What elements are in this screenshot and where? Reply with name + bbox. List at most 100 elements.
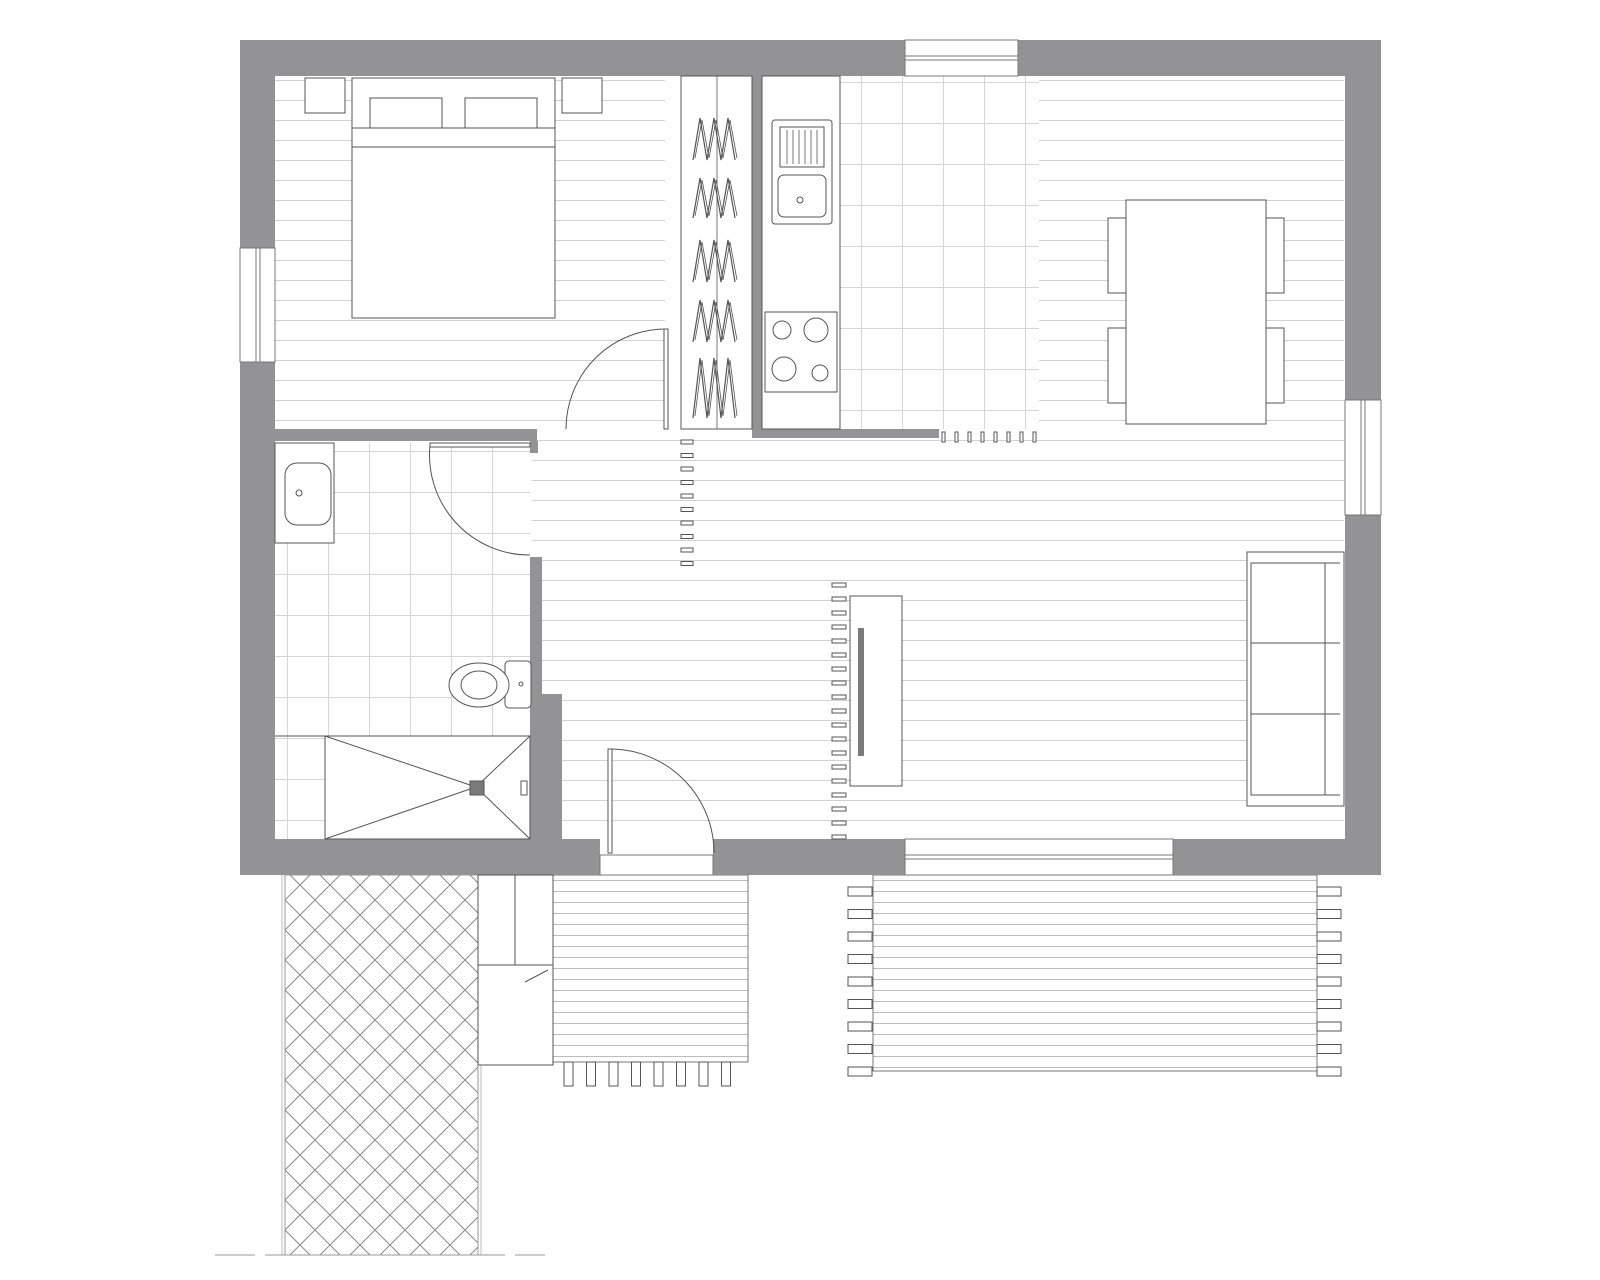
- wall-exterior-left-top: [240, 40, 275, 248]
- sofa: [1246, 551, 1345, 807]
- wall-exterior-top-right: [1018, 40, 1381, 76]
- bedside-table: [561, 77, 603, 114]
- rail-tick: [680, 534, 694, 539]
- living-floor: [532, 429, 1344, 839]
- bedroom: [304, 77, 603, 319]
- wall-exterior-left-bottom: [240, 362, 275, 875]
- kitchen: [761, 75, 841, 430]
- step-tick: [847, 954, 873, 964]
- dining-chair: [1265, 327, 1285, 404]
- toilet: [448, 660, 532, 709]
- step-tick: [847, 909, 873, 919]
- step-tick: [698, 1061, 709, 1087]
- step-tick: [847, 1021, 873, 1032]
- hanger-group: [692, 299, 736, 343]
- front-deck: [872, 874, 1318, 1072]
- step-tick: [1316, 886, 1342, 897]
- step-tick: [631, 1061, 641, 1087]
- bedroom-door: [565, 328, 669, 430]
- bathroom: [274, 442, 532, 840]
- hanger-group: [694, 241, 738, 281]
- wall-exterior-right-bottom: [1345, 515, 1381, 875]
- wall-exterior-bottom-3: [1173, 839, 1381, 875]
- rail-tick: [831, 694, 847, 700]
- rail-tick: [831, 666, 847, 672]
- entrance-door: [607, 748, 715, 854]
- wardrobe-rail: [680, 439, 694, 566]
- rail-tick: [831, 750, 847, 756]
- entry-threshold: [599, 854, 714, 876]
- window-left: [239, 247, 276, 363]
- wall-bathroom-living-lower: [530, 694, 562, 839]
- rail-tick: [831, 806, 847, 812]
- rail-tick: [680, 507, 694, 512]
- rail-tick: [680, 466, 694, 472]
- rail-tick: [831, 722, 847, 728]
- paved-path: [284, 874, 479, 1256]
- rail-tick: [831, 764, 847, 770]
- rail-tick: [954, 431, 959, 443]
- dining-chair: [1107, 327, 1127, 404]
- rail-tick: [680, 520, 694, 526]
- rail-tick: [980, 431, 985, 443]
- step-tick: [1316, 931, 1342, 942]
- rail-tick: [680, 453, 694, 458]
- burner: [771, 356, 797, 382]
- hanger-group: [692, 177, 736, 219]
- rail-tick: [993, 431, 998, 443]
- step-tick: [563, 1061, 574, 1087]
- kitchen-rail: [941, 431, 1037, 443]
- wall-wardrobe-kitchen: [752, 76, 762, 429]
- window-top: [904, 39, 1019, 77]
- hanger-group: [692, 239, 736, 283]
- rail-tick: [831, 736, 847, 742]
- step-tick: [1316, 1044, 1342, 1054]
- rail-tick: [1019, 431, 1024, 443]
- pillow: [464, 97, 538, 129]
- shower-tray: [324, 735, 531, 840]
- wall-exterior-right-top: [1345, 40, 1381, 400]
- rail-tick: [680, 439, 694, 445]
- shower-drain: [469, 780, 485, 796]
- terrace-deck: [552, 874, 749, 1063]
- step-tick: [1316, 954, 1342, 964]
- step-tick: [1316, 1021, 1342, 1032]
- rail-tick: [831, 778, 847, 784]
- rail-tick: [680, 547, 694, 553]
- windows: [239, 39, 1382, 876]
- hanger-group: [692, 117, 736, 161]
- washbasin: [284, 462, 332, 526]
- dining-chair: [1107, 217, 1127, 294]
- step-tick: [847, 976, 873, 987]
- rail-tick: [680, 493, 694, 499]
- rail-tick: [967, 431, 972, 443]
- rail-tick: [1006, 431, 1011, 443]
- window-bottom-glazing: [904, 838, 1174, 876]
- hanger-group: [692, 357, 736, 419]
- burner: [811, 364, 829, 382]
- step-tick: [847, 931, 873, 942]
- step-tick: [847, 1066, 873, 1077]
- rail-tick: [831, 792, 847, 798]
- wall-bathroom-living: [530, 557, 542, 694]
- rail-tick: [831, 680, 847, 686]
- step-tick: [1316, 999, 1342, 1009]
- living: [849, 551, 1345, 807]
- wall-exterior-bottom-1: [240, 839, 600, 875]
- rail-tick: [831, 610, 847, 616]
- doors: [429, 328, 715, 854]
- step-tick: [586, 1061, 596, 1087]
- step-tick: [653, 1061, 664, 1087]
- burner: [772, 320, 792, 340]
- living-rail: [831, 582, 847, 840]
- step-tick: [847, 999, 873, 1009]
- rail-tick: [831, 708, 847, 714]
- wardrobe: [680, 75, 753, 430]
- wall-exterior-top-left: [240, 40, 905, 76]
- dining-chair: [1265, 217, 1285, 294]
- dining: [1107, 199, 1285, 425]
- step-tick: [721, 1061, 731, 1087]
- kitchen-sink: [771, 119, 833, 225]
- wall-bedroom-bathroom: [275, 429, 537, 441]
